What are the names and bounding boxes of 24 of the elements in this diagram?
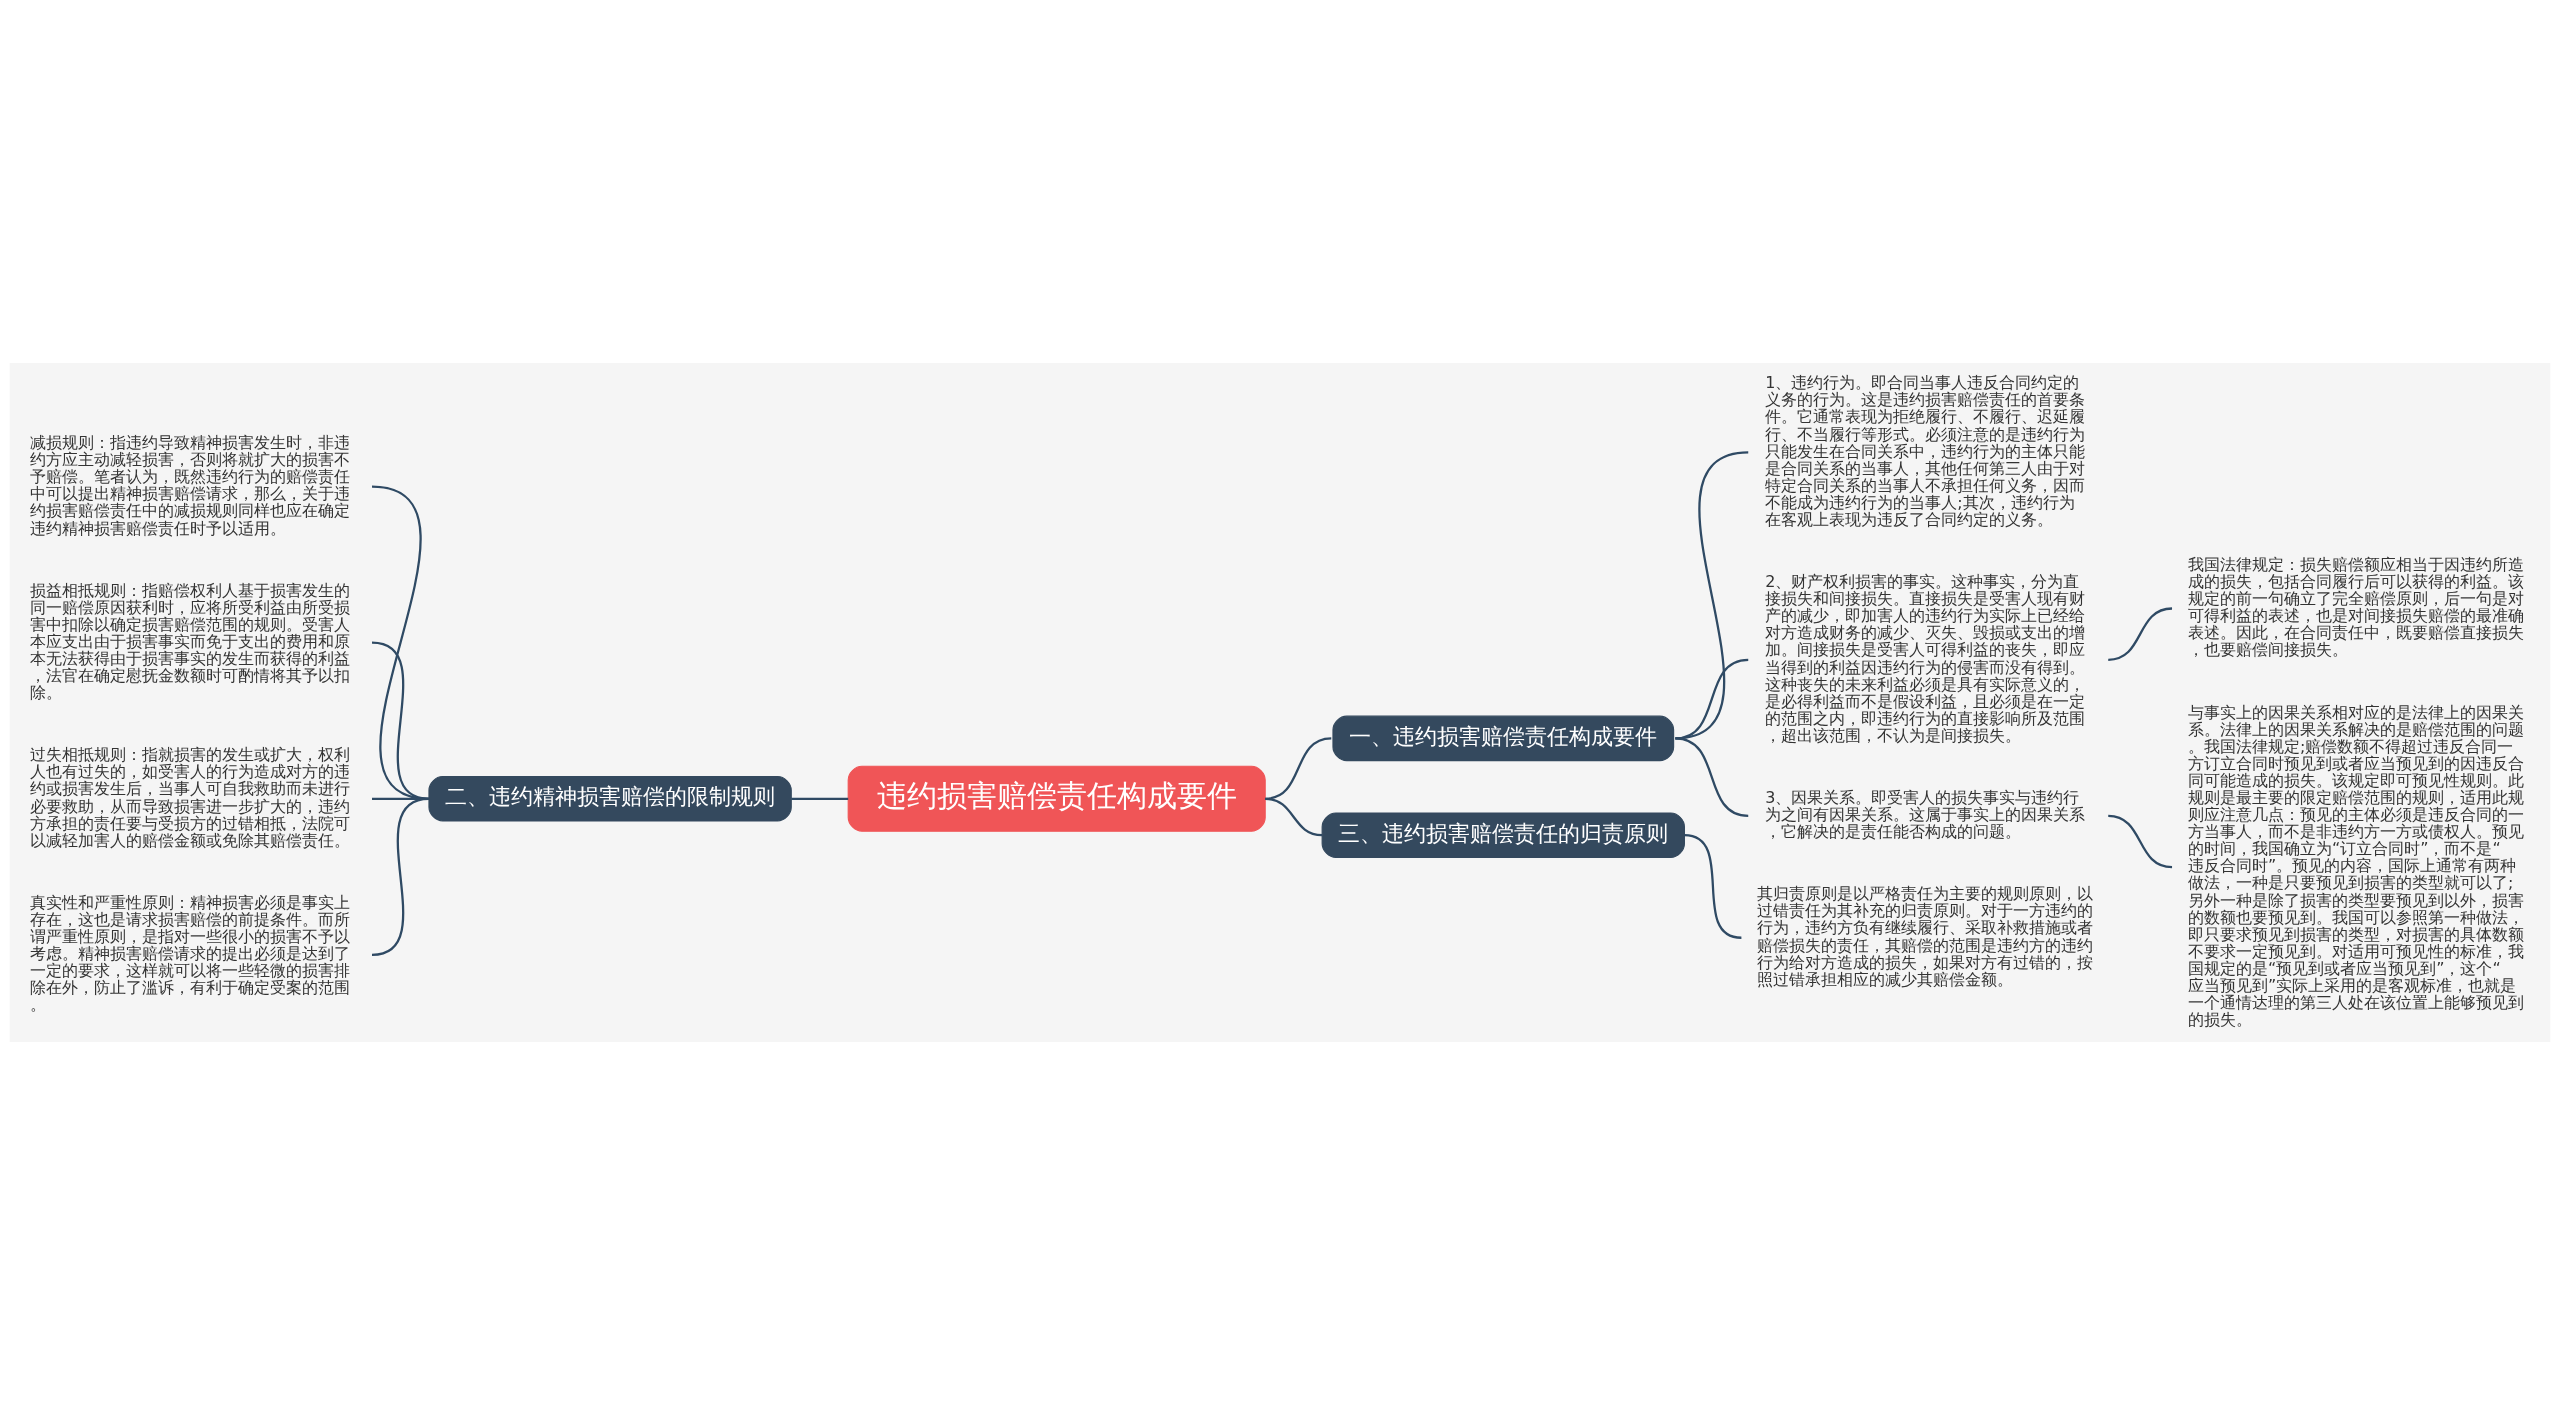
- node-text: 2、财产权利损害的事实。这种事实，分为直接损失和间接损失。直接损失是受害人现有财产的减少，即加害人的违约行为实际上已经给对方造成财务的减少、灭失、毁损或支出的增加。间接损失是受害人可得利益的丧失，即应当得到的利益因违约行为的侵害而没有得到。这种丧失的未来利益必须是具有实际意义的，是必得利益而不是假设利益，且必须是在一定的范围之内，即违约行为的直接影响所及范围，超出该范围，不认为是间接损失。: [1765, 572, 2086, 745]
- node-text: 3、因果关系。即受害人的损失事实与违约行为之间有因果关系。这属于事实上的因果关系，它解决的是责任能否构成的问题。: [1765, 787, 2086, 842]
- node-text: 过失相抵规则：指就损害的发生或扩大，权利人也有过失的，如受害人的行为造成对方的违约或损害发生后，当事人可自我救助而未进行必要救助，从而导致损害进一步扩大的，违约方承担的责任要与受损方的过错相抵，法院可以减轻加害人的赔偿金额或免除其赔偿责任。: [30, 745, 351, 850]
- connector: [1265, 797, 1323, 837]
- node-text: 真实性和严重性原则：精神损害必须是事实上存在，这也是请求损害赔偿的前提条件。而所谓严重性原则，是指对一些很小的损害不予以考虑。精神损害赔偿请求的提出必须是达到了一定的要求，这样就可以将一些轻微的损害排除在外，防止了滥诉，有利于确定受案的范围。: [30, 892, 351, 1015]
- node-text: 1、违约行为。即合同当事人违反合同约定的义务的行为。这是违约损害赔偿责任的首要条件。它通常表现为拒绝履行、不履行、迟延履行、不当履行等形式。必须注意的是违约行为只能发生在合同关系中，违约行为的主体只能是合同关系的当事人，其他任何第三人由于对特定合同关系的当事人不承担任何义务，因而不能成为违约行为的当事人;其次，违约行为在客观上表现为违反了合同约定的义务。: [1765, 373, 2086, 529]
- node-box: 一、违约损害赔偿责任构成要件: [1332, 715, 1675, 762]
- connector: [2108, 607, 2173, 661]
- connector: [371, 485, 430, 800]
- node-box: 三、违约损害赔偿责任的归责原则: [1321, 812, 1685, 858]
- node-box: 二、违约精神损害赔偿的限制规则: [428, 775, 792, 822]
- connector: [1265, 737, 1332, 800]
- node-box: 违约损害赔偿责任构成要件: [847, 765, 1266, 832]
- connector: [371, 797, 430, 956]
- node-text: 损益相抵规则：指赔偿权利人基于损害发生的同一赔偿原因获利时，应将所受利益由所受损害中扣除以确定损害赔偿范围的规则。受害人本应支出由于损害事实而免于支出的费用和原本无法获得由于损害事实的发生而获得的利益，法官在确定慰抚金数额时可酌情将其予以扣除。: [30, 580, 351, 703]
- node-text: 我国法律规定：损失赔偿额应相当于因违约所造成的损失，包括合同履行后可以获得的利益。该规定的前一句确立了完全赔偿原则，后一句是对可得利益的表述，也是对间接损失赔偿的最准确表述。因此，在合同责任中，既要赔偿直接损失，也要赔偿间接损失。: [2187, 555, 2524, 660]
- connector: [2108, 814, 2173, 869]
- connector: [791, 797, 849, 800]
- connector: [1684, 834, 1742, 939]
- connector: [1675, 737, 1749, 817]
- node-text: 其归责原则是以严格责任为主要的规则原则，以过错责任为其补充的归责原则。对于一方违约的行为，违约方负有继续履行、采取补救措施或者赔偿损失的责任，其赔偿的范围是违约方的违约行为给对方造成的损失，如果对方有过错的，按照过错承担相应的减少其赔偿金额。: [1757, 884, 2094, 989]
- connector: [371, 641, 430, 800]
- node-text: 减损规则：指违约导致精神损害发生时，非违约方应主动减轻损害，否则将就扩大的损害不予赔偿。笔者认为，既然违约行为的赔偿责任中可以提出精神损害赔偿请求，那么，关于违约损害赔偿责任中的减损规则同样也应在确定违约精神损害赔偿责任时予以适用。: [30, 433, 351, 538]
- node-text: 与事实上的因果关系相对应的是法律上的因果关系。法律上的因果关系解决的是赔偿范围的问题。我国法律规定;赔偿数额不得超过违反合同一方订立合同时预见到或者应当预见到的因违反合同可能造成的损失。该规定即可预见性规则。此规则是最主要的限定赔偿范围的规则，适用此规则应注意几点：预见的主体必须是违反合同的一方当事人，而不是非违约方一方或债权人。预见的时间，我国确立为“订立合同时”，而不是“违反合同时”。预见的内容，国际上通常有两种做法，一种是只要预见到损害的类型就可以了;另外一种是除了损害的类型要预见到以外，损害的数额也要预见到。我国可以参照第一种做法，即只要求预见到损害的类型，对损害的具体数额不要求一定预见到。对适用可预见性的标准，我国规定的是“预见到或者应当预见到”，这个“应当预见到”实际上采用的是客观标准，也就是一个通情达理的第三人处在该位置上能够预见到的损失。: [2187, 702, 2524, 1030]
